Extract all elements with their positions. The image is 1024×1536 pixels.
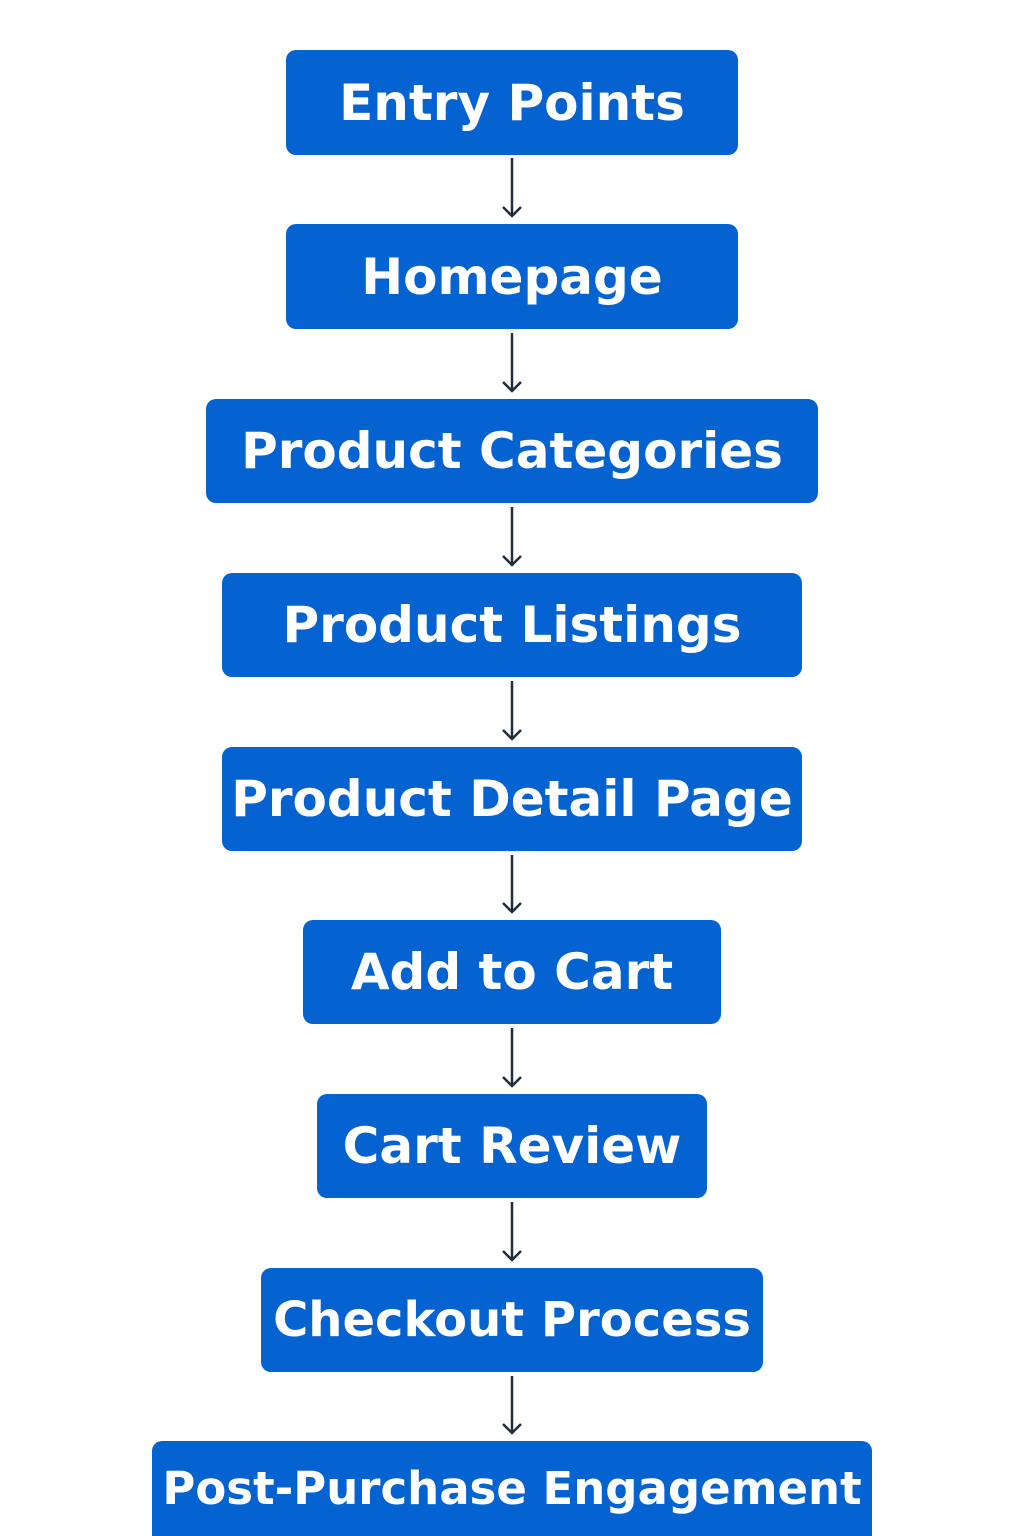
step-checkout-process: Checkout Process — [261, 1268, 763, 1372]
step-product-listings: Product Listings — [222, 573, 802, 677]
arrow-3-4 — [502, 507, 522, 567]
step-add-to-cart: Add to Cart — [303, 920, 721, 1024]
step-label: Homepage — [361, 247, 663, 306]
step-label: Product Listings — [282, 596, 742, 654]
arrow-6-7 — [502, 1028, 522, 1088]
step-entry-points: Entry Points — [286, 50, 738, 155]
step-product-categories: Product Categories — [206, 399, 818, 503]
step-cart-review: Cart Review — [317, 1094, 707, 1198]
arrow-1-2 — [502, 158, 522, 218]
step-label: Add to Cart — [350, 943, 674, 1001]
step-homepage: Homepage — [286, 224, 738, 329]
arrow-5-6 — [502, 855, 522, 914]
step-label: Entry Points — [339, 73, 685, 132]
arrow-8-9 — [502, 1376, 522, 1435]
step-product-detail-page: Product Detail Page — [222, 747, 802, 851]
step-label: Post-Purchase Engagement — [162, 1462, 862, 1515]
step-label: Cart Review — [342, 1117, 682, 1175]
arrow-2-3 — [502, 333, 522, 393]
step-post-purchase-engagement: Post-Purchase Engagement — [152, 1441, 872, 1536]
arrow-7-8 — [502, 1202, 522, 1262]
step-label: Checkout Process — [273, 1292, 751, 1348]
arrow-4-5 — [502, 681, 522, 741]
step-label: Product Categories — [241, 422, 783, 480]
step-label: Product Detail Page — [231, 770, 793, 828]
